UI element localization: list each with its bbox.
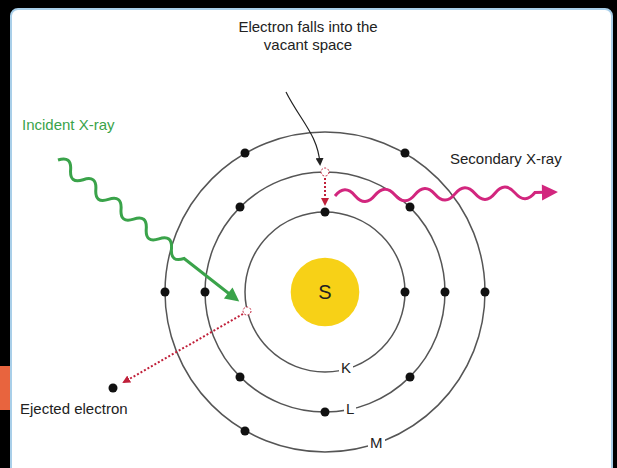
k-shell bbox=[245, 212, 405, 372]
nucleus-label: S bbox=[318, 281, 331, 304]
callout-text: Electron falls into the vacant space bbox=[228, 18, 388, 54]
falling-arrow bbox=[324, 178, 326, 204]
incident-xray bbox=[54, 154, 244, 307]
k-vacancy bbox=[243, 307, 251, 315]
nucleus-circle: S bbox=[290, 257, 360, 327]
m-shell bbox=[165, 132, 485, 452]
shell-letter: L bbox=[344, 400, 356, 418]
shell-letter: K bbox=[339, 359, 353, 377]
side-tab bbox=[0, 366, 10, 410]
incident-label: Incident X-ray bbox=[22, 116, 115, 134]
ejection-arrow bbox=[124, 314, 243, 382]
secondary-label: Secondary X-ray bbox=[450, 150, 562, 168]
white-panel bbox=[10, 8, 613, 468]
shell-letter: M bbox=[368, 434, 385, 452]
secondary-xray bbox=[335, 184, 558, 204]
l-shell bbox=[205, 172, 445, 412]
leader-line bbox=[286, 92, 320, 164]
l-vacancy bbox=[321, 168, 329, 176]
ejected-label: Ejected electron bbox=[20, 400, 128, 418]
